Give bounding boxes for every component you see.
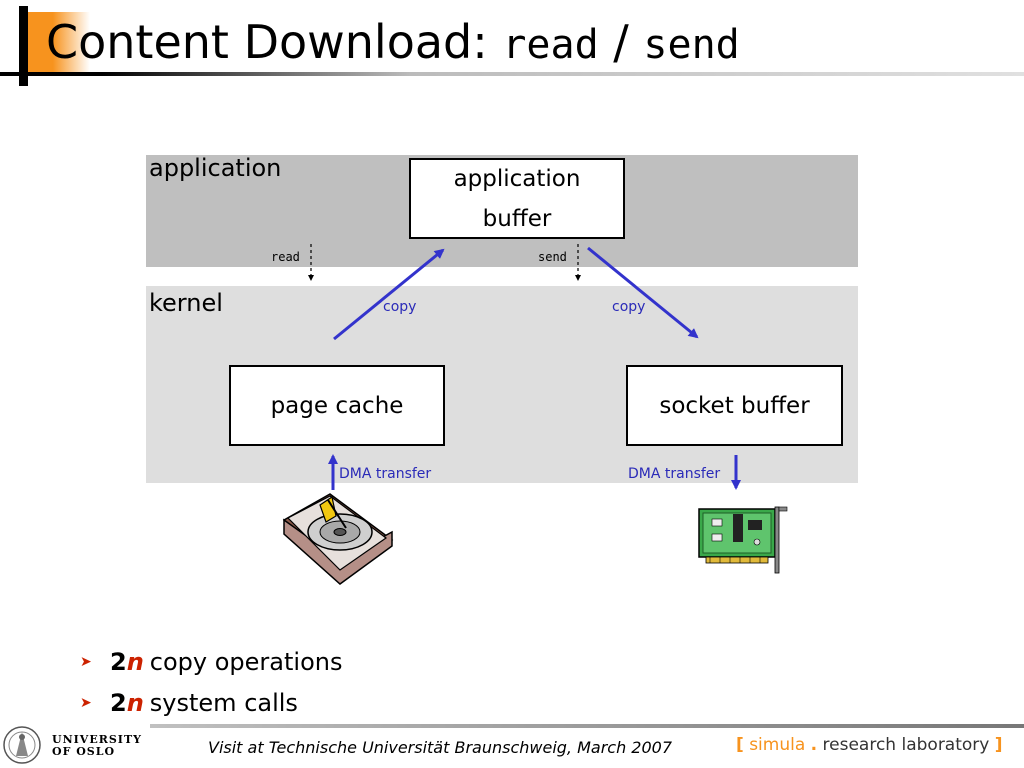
bullet-count-n: n xyxy=(126,648,144,676)
page-cache-label: page cache xyxy=(270,392,404,419)
application-buffer-label-line2: buffer xyxy=(482,205,552,232)
simula-dot: . xyxy=(810,735,818,755)
page-cache-box: page cache xyxy=(229,365,445,446)
title-slash: / xyxy=(598,15,644,69)
bullet-text: system calls xyxy=(149,689,298,717)
bullet-count: 2n xyxy=(110,648,144,676)
bullet-count-n: n xyxy=(126,689,144,717)
title-prefix: Content Download: xyxy=(46,15,503,69)
footer-visit-text: Visit at Technische Universität Braunsch… xyxy=(208,738,673,757)
university-seal-icon xyxy=(3,726,41,764)
title-accent-bar xyxy=(28,12,90,72)
simula-logo: [ simula . research laboratory ] xyxy=(736,735,1003,755)
copy-left-label: copy xyxy=(383,299,417,315)
network-card-icon xyxy=(698,506,788,574)
application-layer-label: application xyxy=(149,154,282,182)
arrow-bullet-icon: ➤ xyxy=(80,654,92,670)
slide-title: Content Download: read / send xyxy=(46,12,740,75)
bullet-count-number: 2 xyxy=(110,648,127,676)
send-syscall-label: send xyxy=(538,250,567,264)
university-line1: UNIVERSITY xyxy=(52,733,142,746)
copy-right-label: copy xyxy=(612,299,646,315)
copy-down-arrow xyxy=(587,246,699,339)
bullet-count-number: 2 xyxy=(110,689,127,717)
simula-name: simula xyxy=(749,735,806,755)
simula-bracket-close: ] xyxy=(994,735,1003,755)
socket-buffer-label: socket buffer xyxy=(659,392,810,419)
bullet-copy-operations: ➤ 2n copy operations xyxy=(80,648,342,676)
application-buffer-label-line1: application xyxy=(453,165,581,192)
university-line2: OF OSLO xyxy=(52,745,116,758)
title-accent-line xyxy=(19,6,28,86)
read-syscall-label: read xyxy=(271,250,300,264)
kernel-layer-label: kernel xyxy=(149,289,223,317)
socket-buffer-box: socket buffer xyxy=(626,365,843,446)
footer-rule xyxy=(150,724,1024,728)
bullet-text: copy operations xyxy=(149,648,343,676)
dma-left-label: DMA transfer xyxy=(339,466,432,482)
title-rule xyxy=(0,72,1024,76)
copy-up-arrow xyxy=(333,248,445,341)
arrow-bullet-icon: ➤ xyxy=(80,695,92,711)
simula-rest: research laboratory xyxy=(822,735,990,755)
dma-right-label: DMA transfer xyxy=(628,466,721,482)
bullet-system-calls: ➤ 2n system calls xyxy=(80,689,298,717)
application-buffer-box: application buffer xyxy=(409,158,625,239)
bullet-count: 2n xyxy=(110,689,144,717)
hard-disk-icon xyxy=(282,493,394,585)
university-logo-text: UNIVERSITY OF OSLO xyxy=(52,734,142,758)
simula-bracket-open: [ xyxy=(736,735,744,755)
title-read: read xyxy=(502,22,599,68)
title-send: send xyxy=(643,22,740,68)
